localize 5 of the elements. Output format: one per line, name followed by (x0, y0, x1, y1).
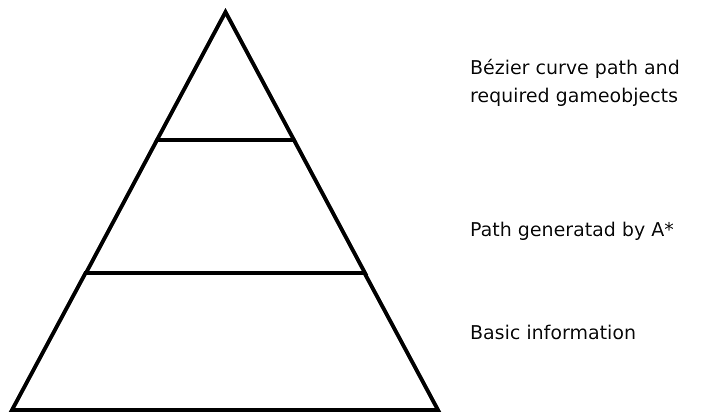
pyramid-tier (84, 138, 366, 275)
tier-label: Bézier curve path and required gameobjects (470, 56, 681, 109)
pyramid-tier (10, 271, 440, 412)
tier-label: Path generatad by A* (470, 218, 675, 243)
tier-label: Basic information (470, 321, 637, 346)
